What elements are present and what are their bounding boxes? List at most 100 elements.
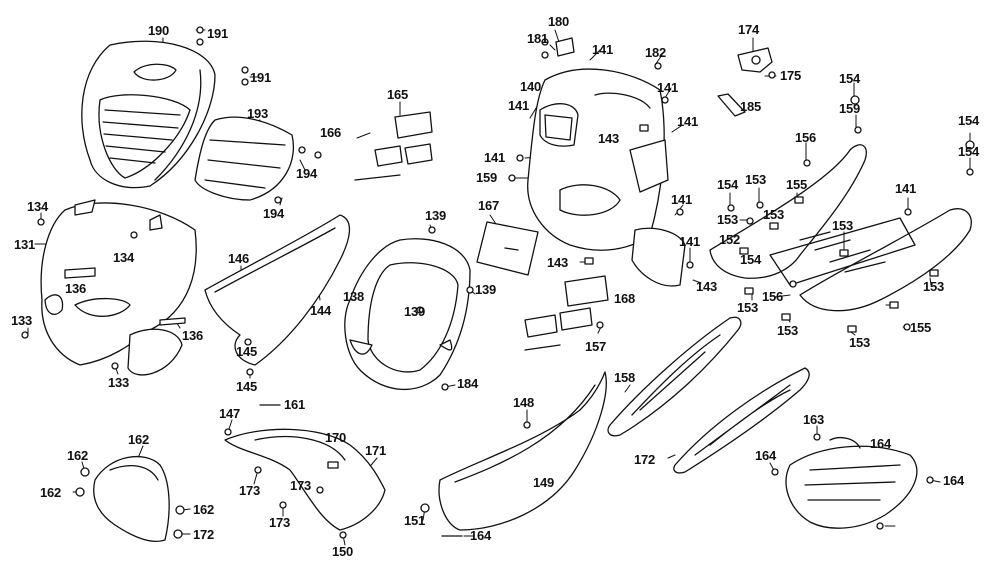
part-140-inner-shield [527, 68, 686, 287]
part-165-box [354, 111, 433, 181]
callout-159: 154 [958, 113, 980, 128]
callout-162: 162 [67, 448, 89, 463]
callout-143: 143 [547, 255, 569, 270]
callout-131: 131 [14, 237, 36, 252]
callout-134: 134 [27, 199, 49, 214]
callout-168: 157 [585, 339, 607, 354]
callout-151: 164 [470, 528, 492, 543]
part-174-bracket [737, 47, 773, 73]
callout-145: 145 [236, 344, 258, 359]
callout-181: 181 [527, 31, 549, 46]
callout-172: 170 [325, 430, 347, 445]
callout-185: 185 [740, 99, 762, 114]
callout-190: 190 [148, 23, 170, 38]
callout-143: 143 [696, 279, 718, 294]
part-148-side-body [438, 371, 607, 531]
part-158-side-stripe [673, 367, 810, 474]
part-138-inner-tray [344, 238, 471, 391]
callout-133: 133 [11, 313, 33, 328]
callout-161: 162 [128, 432, 150, 447]
callout-184: 167 [478, 198, 500, 213]
callout-148: 149 [533, 475, 555, 490]
callout-153: 153 [763, 207, 785, 222]
part-190-front-cover [81, 40, 216, 189]
callout-153: 152 [719, 232, 741, 247]
callout-146: 146 [228, 251, 250, 266]
part-131-front-shield [40, 199, 197, 376]
callout-191: 191 [250, 70, 272, 85]
callout-173: 150 [332, 544, 354, 559]
callout-144: 144 [310, 303, 332, 318]
callout-172: 147 [219, 406, 241, 421]
callout-173: 173 [269, 515, 291, 530]
part-161-front-fender [93, 455, 170, 542]
callout-141: 141 [677, 114, 699, 129]
part-157-side-stripe [607, 316, 742, 437]
part-185-ring [717, 93, 746, 117]
callout-153: 153 [849, 335, 871, 350]
part-152-floor-board [709, 144, 972, 312]
callout-153: 153 [737, 300, 759, 315]
callout-193: 193 [247, 106, 269, 121]
callout-173: 173 [239, 483, 261, 498]
callout-136: 136 [182, 328, 204, 343]
callout-194: 194 [296, 166, 318, 181]
part-167-box [524, 275, 609, 351]
callout-153: 154 [740, 252, 762, 267]
callout-163: 164 [870, 436, 892, 451]
callout-162: 162 [193, 502, 215, 517]
callout-143: 143 [598, 131, 620, 146]
callout-150: 148 [513, 395, 535, 410]
callout-141: 141 [592, 42, 614, 57]
callout-154: 159 [839, 101, 861, 116]
callout-145: 145 [236, 379, 258, 394]
callout-141: 159 [476, 170, 498, 185]
callout-170: 171 [365, 443, 387, 458]
part-170-rear-fender [224, 428, 386, 531]
callout-154: 156 [795, 130, 817, 145]
callout-164: 163 [803, 412, 825, 427]
callout-152: 153 [832, 218, 854, 233]
callout-133: 133 [108, 375, 130, 390]
callout-180: 180 [548, 14, 570, 29]
callout-174: 174 [738, 22, 760, 37]
callout-157: 158 [614, 370, 636, 385]
callout-155: 153 [717, 212, 739, 227]
callout-154: 153 [745, 172, 767, 187]
callout-141: 141 [671, 192, 693, 207]
callout-138: 138 [343, 289, 365, 304]
fasteners [21, 26, 975, 539]
part-180-tag [555, 37, 575, 57]
callout-136: 136 [65, 281, 87, 296]
callout-164: 164 [755, 448, 777, 463]
callout-162: 162 [40, 485, 62, 500]
part-163-under-tray [785, 437, 918, 529]
callout-154: 141 [895, 181, 917, 196]
callout-159: 154 [839, 71, 861, 86]
part-144-inner-strip [204, 214, 351, 366]
callout-147: 161 [284, 397, 306, 412]
callout-140: 140 [520, 79, 542, 94]
callout-139: 184 [457, 376, 479, 391]
callout-139: 139 [475, 282, 497, 297]
callout-153: 155 [786, 177, 808, 192]
callout-162: 172 [193, 527, 215, 542]
callout-141: 141 [657, 80, 679, 95]
callout-154: 154 [958, 144, 980, 159]
callout-139: 139 [404, 304, 426, 319]
callout-153: 153 [777, 323, 799, 338]
callout-191: 191 [207, 26, 229, 41]
callout-141: 141 [508, 98, 530, 113]
callout-175: 175 [780, 68, 802, 83]
callout-156: 156 [762, 289, 784, 304]
callout-141: 141 [484, 150, 506, 165]
callout-165: 165 [387, 87, 409, 102]
part-184-label [476, 221, 539, 276]
callout-139: 139 [425, 208, 447, 223]
callout-156: 154 [717, 177, 739, 192]
callout-155: 155 [910, 320, 932, 335]
callout-167: 168 [614, 291, 636, 306]
callout-166: 166 [320, 125, 342, 140]
callout-153: 153 [923, 279, 945, 294]
